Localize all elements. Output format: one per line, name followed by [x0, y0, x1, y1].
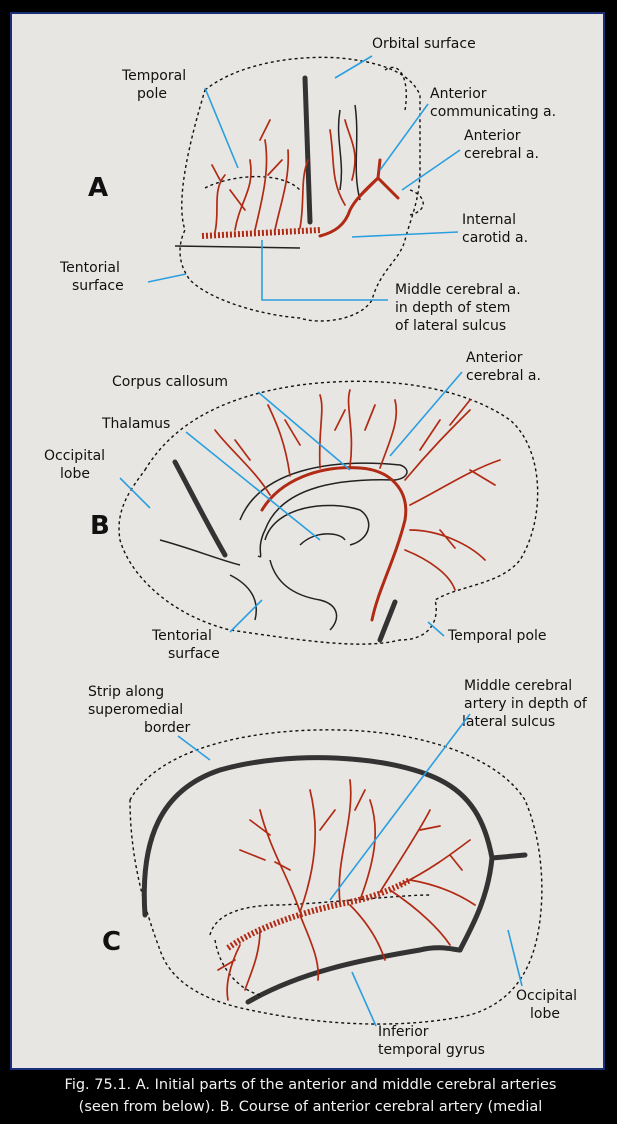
label-mca-c-2: artery in depth of	[464, 696, 588, 712]
label-occipital-c-2: lobe	[530, 1006, 560, 1022]
label-tentorial-b-1: Tentorial	[151, 628, 212, 644]
leader-mca-a	[262, 240, 388, 300]
panel-c-brain-outline	[130, 730, 542, 1024]
panel-c: C Strip along superomedial border Middle…	[88, 678, 588, 1058]
panel-b-thalamus	[265, 505, 369, 545]
label-temporal-pole-a-2: pole	[137, 86, 167, 102]
panel-a-tentorial-edge	[175, 246, 300, 248]
panel-a: A Orbital surface Temporal pole Anterior…	[59, 36, 556, 334]
panel-b: B Corpus callosum Anterior cerebral a. T…	[44, 350, 547, 662]
label-ant-comm-2: communicating a.	[430, 104, 556, 120]
panel-b-brainstem	[230, 560, 337, 630]
panel-c-superomedial-border	[144, 758, 492, 950]
panel-b-calcarine	[160, 540, 240, 565]
label-temporal-pole-a-1: Temporal	[121, 68, 186, 84]
panel-b-letter: B	[90, 511, 110, 541]
panel-b-corpus-callosum	[240, 463, 407, 557]
label-ant-cereb-b-1: Anterior	[466, 350, 523, 366]
label-ant-comm-1: Anterior	[430, 86, 487, 102]
panel-a-midline	[305, 78, 310, 222]
leader-inferior	[352, 972, 376, 1026]
label-tentorial-b-2: surface	[168, 646, 220, 662]
label-orbital-surface: Orbital surface	[372, 36, 476, 52]
panel-a-anterior-cerebral	[360, 160, 398, 198]
label-internal-carotid-2: carotid a.	[462, 230, 528, 246]
leader-ant-cereb-a	[402, 150, 460, 190]
leader-corpus-callosum	[258, 392, 350, 470]
panel-b-lateral-line	[380, 602, 395, 640]
panel-a-branches	[212, 120, 355, 232]
label-inferior-2: temporal gyrus	[378, 1042, 485, 1058]
leader-temporal-pole-b	[428, 622, 444, 636]
label-occipital-c-1: Occipital	[516, 988, 577, 1004]
panel-a-letter: A	[88, 173, 108, 203]
panel-a-middle-cerebral-artery	[202, 230, 320, 236]
label-mca-c-1: Middle cerebral	[464, 678, 572, 694]
panel-b-anterior-cerebral	[262, 468, 406, 620]
label-strip-2: superomedial	[88, 702, 183, 718]
label-inferior-1: Inferior	[378, 1024, 429, 1040]
caption-line-2: (seen from below). B. Course of anterior…	[18, 1096, 603, 1118]
leader-occipital-c	[508, 930, 522, 986]
label-internal-carotid-1: Internal	[462, 212, 516, 228]
leader-strip	[178, 736, 210, 760]
panel-b-parieto-occipital	[175, 462, 225, 555]
leader-occipital-b	[120, 478, 150, 508]
label-temporal-pole-b: Temporal pole	[447, 628, 547, 644]
label-strip-3: border	[144, 720, 190, 736]
leader-tentorial-a	[148, 274, 186, 282]
label-thalamus: Thalamus	[101, 416, 170, 432]
panel-c-occipital-line	[492, 855, 525, 858]
label-ant-cereb-a-1: Anterior	[464, 128, 521, 144]
leader-ant-comm	[380, 104, 428, 170]
leader-temporal-pole-a	[205, 88, 238, 168]
leader-internal-carotid	[352, 232, 458, 237]
label-occipital-b-2: lobe	[60, 466, 90, 482]
label-occipital-b-1: Occipital	[44, 448, 105, 464]
figure-caption: Fig. 75.1. A. Initial parts of the anter…	[18, 1074, 603, 1118]
caption-line-1: Fig. 75.1. A. Initial parts of the anter…	[18, 1074, 603, 1096]
label-tentorial-a-1: Tentorial	[59, 260, 120, 276]
label-ant-cereb-a-2: cerebral a.	[464, 146, 539, 162]
panel-b-brain-outline	[119, 381, 538, 644]
panel-c-middle-cerebral-artery	[228, 880, 410, 948]
panel-c-letter: C	[102, 927, 121, 957]
label-mca-a-1: Middle cerebral a.	[395, 282, 521, 298]
leader-ant-cereb-b	[390, 372, 462, 456]
label-mca-a-2: in depth of stem	[395, 300, 510, 316]
leader-orbital-surface	[335, 56, 372, 78]
leader-tentorial-b	[230, 600, 262, 632]
label-corpus-callosum: Corpus callosum	[112, 374, 228, 390]
label-tentorial-a-2: surface	[72, 278, 124, 294]
label-mca-a-3: of lateral sulcus	[395, 318, 506, 334]
label-ant-cereb-b-2: cerebral a.	[466, 368, 541, 384]
label-strip-1: Strip along	[88, 684, 164, 700]
label-mca-c-3: lateral sulcus	[462, 714, 555, 730]
panel-a-orbital-sulcus	[339, 105, 360, 200]
panel-a-brain-outline	[180, 57, 420, 321]
